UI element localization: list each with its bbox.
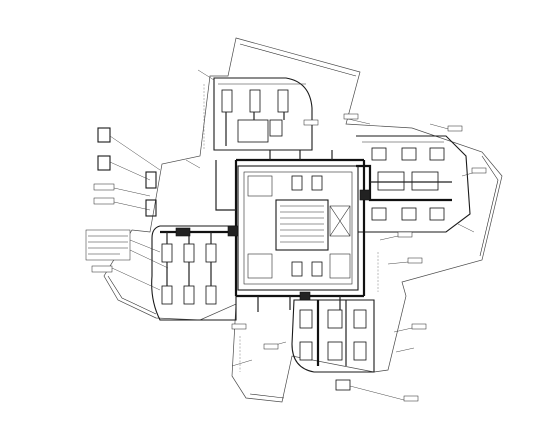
elevator-shaft [329, 205, 351, 237]
equipment-box [377, 171, 405, 191]
wing-north [213, 77, 313, 151]
ac-unit [327, 341, 343, 361]
ac-unit [249, 89, 261, 113]
outdoor-unit [335, 379, 419, 402]
wing-south [291, 299, 375, 373]
duct-network [215, 150, 371, 312]
ac-unit [353, 341, 367, 361]
ac-unit [291, 261, 303, 277]
callout-tag [303, 119, 319, 126]
callout-tag [91, 265, 113, 273]
stair-shaft [275, 199, 329, 251]
detail-box [145, 199, 157, 217]
ac-unit [205, 285, 217, 305]
ac-unit [299, 309, 313, 329]
ac-unit [183, 285, 195, 305]
callout-tag [471, 167, 487, 174]
equipment-box [411, 171, 439, 191]
ac-unit [401, 147, 417, 161]
callout-tag [93, 183, 115, 191]
ac-unit [371, 147, 387, 161]
ac-unit [429, 207, 445, 221]
wing-east [356, 135, 471, 233]
ac-unit [311, 261, 323, 277]
ac-unit [183, 243, 195, 263]
callout-tag [407, 257, 423, 264]
callout-tag [411, 323, 427, 330]
callout-tag [93, 197, 115, 205]
callout-tag [403, 395, 419, 402]
wing-west [151, 225, 237, 321]
callout-tag [343, 113, 359, 120]
callout-tags [231, 113, 487, 350]
outdoor-unit-box [335, 379, 351, 391]
callout-tag [397, 231, 413, 238]
ac-unit [161, 243, 173, 263]
damper [359, 189, 371, 201]
callout-tag [447, 125, 463, 132]
ac-unit [277, 89, 289, 113]
damper [299, 291, 311, 301]
central-core [237, 165, 359, 291]
ac-unit [353, 309, 367, 329]
ac-unit [205, 243, 217, 263]
note-block [85, 229, 131, 261]
dimension-lines [203, 84, 379, 372]
callout-tag [231, 323, 247, 330]
building-outline [103, 37, 503, 403]
riser-details [85, 127, 157, 273]
ac-unit [291, 175, 303, 191]
ac-unit [311, 175, 323, 191]
equipment-box [237, 119, 269, 143]
detail-box [97, 127, 111, 143]
ac-unit [269, 119, 283, 137]
ac-unit [401, 207, 417, 221]
detail-box [97, 155, 111, 171]
callout-tag [263, 343, 279, 350]
ac-unit [371, 207, 387, 221]
ac-unit [299, 341, 313, 361]
fan-unit [175, 227, 191, 237]
detail-box [145, 171, 157, 189]
ac-unit [221, 89, 233, 113]
ac-unit [429, 147, 445, 161]
ac-unit [161, 285, 173, 305]
damper [227, 225, 239, 237]
ac-unit [327, 309, 343, 329]
